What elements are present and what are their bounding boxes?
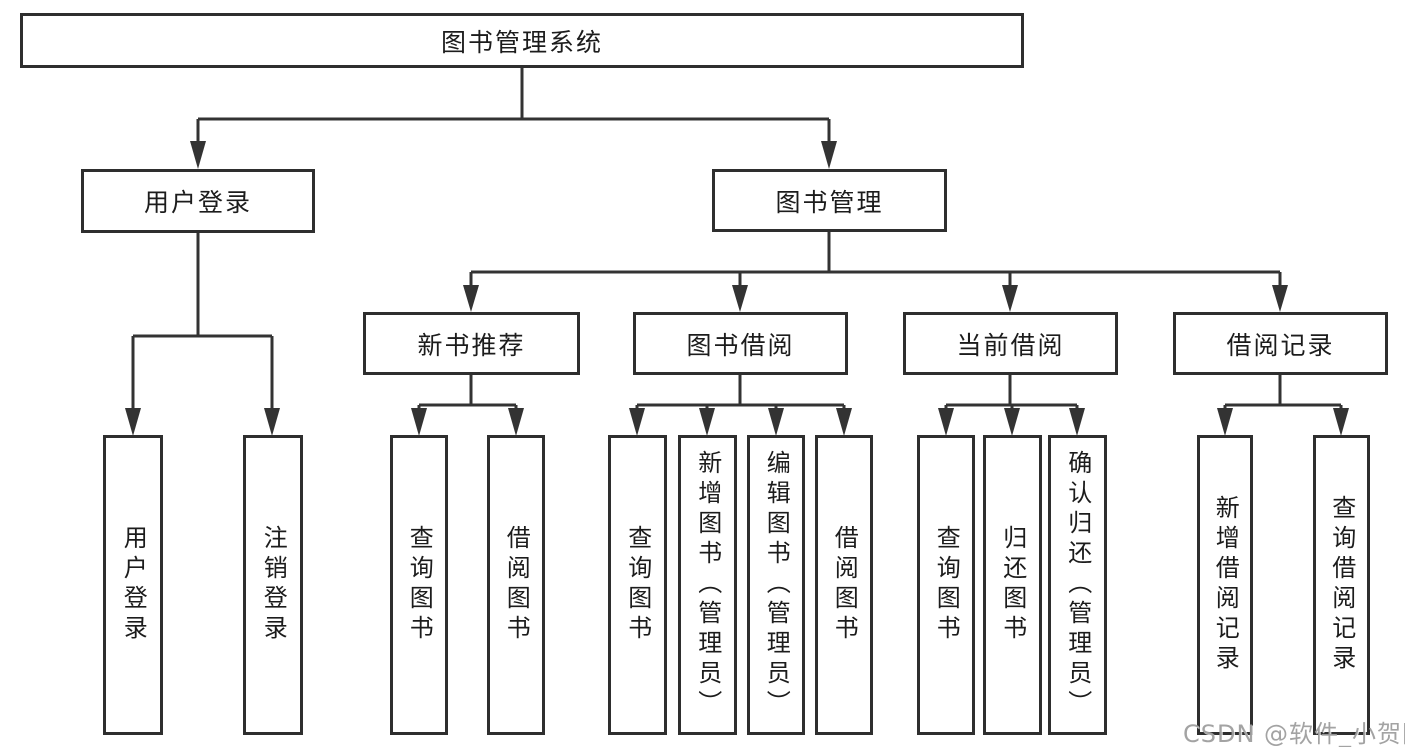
leaf-recommend-borrow-books: 借阅图书 bbox=[487, 435, 545, 735]
leaf-query-borrow-record: 查询借阅记录 bbox=[1313, 435, 1370, 735]
csdn-watermark: CSDN @软件_小贺同学 bbox=[1183, 720, 1405, 747]
leaf-logout: 注销登录 bbox=[243, 435, 303, 735]
node-current-borrowing: 当前借阅 bbox=[903, 312, 1118, 375]
node-user-login: 用户登录 bbox=[81, 169, 315, 233]
leaf-borrowing-borrow-books: 借阅图书 bbox=[815, 435, 873, 735]
node-current-borrowing-label: 当前借阅 bbox=[956, 330, 1065, 360]
leaf-return-books-label: 归还图书 bbox=[998, 525, 1027, 645]
leaf-add-books-admin-label: 新增图书（管理员） bbox=[693, 450, 722, 720]
leaf-confirm-return-admin-label: 确认归还（管理员） bbox=[1063, 450, 1092, 720]
leaf-add-books-admin: 新增图书（管理员） bbox=[678, 435, 737, 735]
leaf-recommend-borrow-books-label: 借阅图书 bbox=[502, 525, 531, 645]
node-book-borrowing: 图书借阅 bbox=[633, 312, 848, 375]
leaf-add-borrow-record: 新增借阅记录 bbox=[1197, 435, 1253, 735]
leaf-return-books: 归还图书 bbox=[983, 435, 1042, 735]
node-system-root-label: 图书管理系统 bbox=[440, 27, 603, 57]
leaf-recommend-query-books-label: 查询图书 bbox=[405, 525, 434, 645]
leaf-query-borrow-record-label: 查询借阅记录 bbox=[1327, 495, 1356, 675]
leaf-borrowing-query-books: 查询图书 bbox=[608, 435, 667, 735]
leaf-recommend-query-books: 查询图书 bbox=[390, 435, 448, 735]
leaf-add-borrow-record-label: 新增借阅记录 bbox=[1211, 495, 1240, 675]
node-user-login-label: 用户登录 bbox=[143, 188, 252, 217]
leaf-current-query-books: 查询图书 bbox=[917, 435, 975, 735]
leaf-confirm-return-admin: 确认归还（管理员） bbox=[1048, 435, 1107, 735]
leaf-borrowing-borrow-books-label: 借阅图书 bbox=[830, 525, 859, 645]
leaf-edit-books-admin-label: 编辑图书（管理员） bbox=[762, 450, 791, 720]
leaf-logout-label: 注销登录 bbox=[259, 525, 288, 645]
node-book-management: 图书管理 bbox=[712, 169, 947, 232]
leaf-current-query-books-label: 查询图书 bbox=[932, 525, 961, 645]
leaf-borrowing-query-books-label: 查询图书 bbox=[623, 525, 652, 645]
node-book-management-label: 图书管理 bbox=[775, 187, 884, 217]
node-system-root: 图书管理系统 bbox=[20, 13, 1024, 68]
node-new-book-recommend: 新书推荐 bbox=[363, 312, 580, 375]
leaf-user-login-label: 用户登录 bbox=[119, 525, 148, 645]
leaf-user-login: 用户登录 bbox=[103, 435, 163, 735]
node-new-book-recommend-label: 新书推荐 bbox=[417, 330, 526, 360]
node-borrowing-records: 借阅记录 bbox=[1173, 312, 1388, 375]
node-book-borrowing-label: 图书借阅 bbox=[686, 330, 795, 360]
leaf-edit-books-admin: 编辑图书（管理员） bbox=[747, 435, 805, 735]
node-borrowing-records-label: 借阅记录 bbox=[1226, 330, 1335, 360]
